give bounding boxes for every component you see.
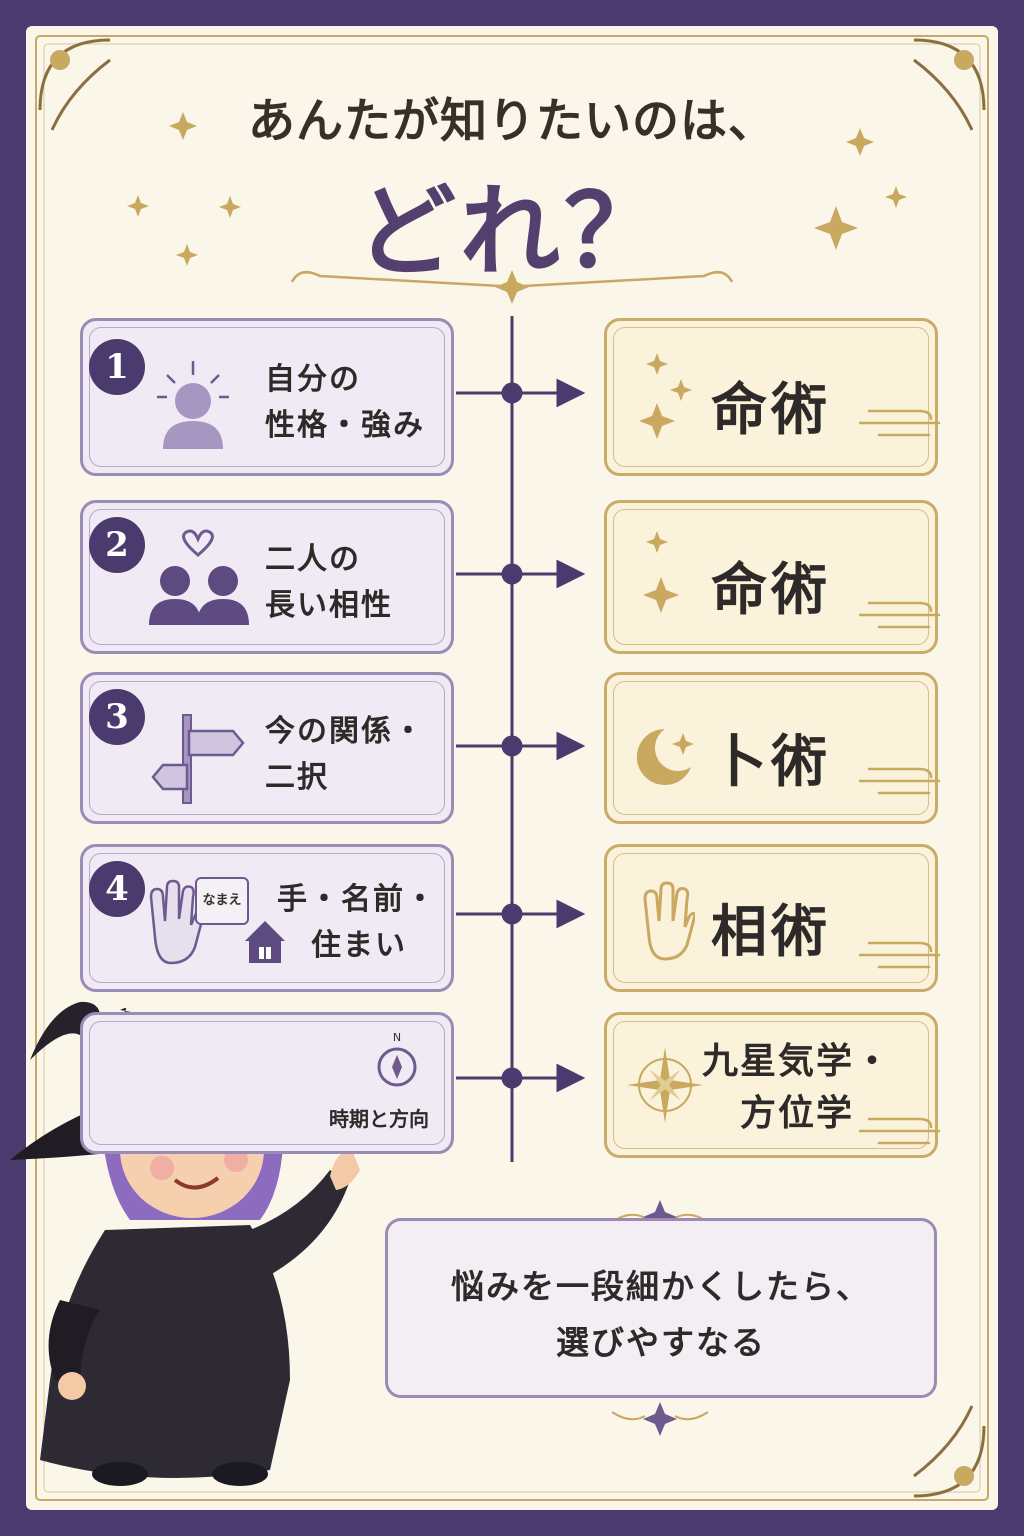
cloud-swirl-5 [859, 1117, 941, 1145]
step-number-2: 2 [89, 517, 145, 573]
answer-2-label: 命術 [711, 558, 831, 623]
outer-gold-border [35, 35, 989, 1501]
question-card-5[interactable]: N 時期と方向 [80, 1012, 454, 1154]
question-3-line2: 二択 [265, 760, 329, 795]
compass-icon: N [377, 1031, 417, 1087]
answer-card-1[interactable]: 命術 [604, 318, 941, 476]
question-1-line2: 性格・強み [265, 408, 425, 443]
step-number-1: 1 [89, 339, 145, 395]
question-card-1[interactable]: 1 自分の 性格・強み [80, 318, 454, 476]
sparkles [127, 112, 907, 266]
connector-row-5 [456, 1063, 586, 1093]
answer-card-4[interactable]: 相術 [604, 844, 941, 992]
sparkle-icon [643, 531, 679, 613]
connector-row-1 [456, 378, 586, 408]
answer-5-line2: 方位学 [739, 1093, 854, 1134]
connector-row-4 [456, 899, 586, 929]
note-ornament-bottom [611, 1402, 709, 1436]
question-1-line1: 自分の [265, 362, 361, 397]
answer-1-label: 命術 [711, 378, 831, 443]
cloud-swirl-3 [859, 767, 941, 795]
step-number-4: 4 [89, 861, 145, 917]
question-card-4[interactable]: 4 なまえ 手・名前・ 住まい [80, 844, 454, 992]
advice-note: 悩みを一段細かくしたら、 選びやすなる [385, 1218, 937, 1398]
question-2-line2: 長い相性 [265, 588, 393, 623]
title-question: あんたが知りたいのは、 [248, 94, 776, 149]
answer-card-3[interactable]: 卜術 [604, 672, 941, 824]
answer-card-5[interactable]: 九星気学・ 方位学 [604, 1012, 941, 1158]
question-2-line1: 二人の [265, 542, 361, 577]
sparkle-icon [639, 353, 692, 439]
question-3-line1: 今の関係・ [265, 714, 425, 749]
name-tag-icon: なまえ [195, 877, 249, 925]
answer-4-label: 相術 [711, 900, 831, 965]
house-icon [245, 921, 285, 963]
corner-ornament-top-left [38, 38, 111, 131]
connector-row-3 [456, 731, 586, 761]
palm-icon [643, 881, 695, 961]
title-divider [290, 270, 734, 304]
cloud-swirl-1 [859, 409, 941, 437]
hand-icon [149, 879, 205, 965]
question-card-2[interactable]: 2 二人の 長い相性 [80, 500, 454, 654]
question-5-text: 時期と方向 [329, 1107, 429, 1131]
answer-5-line1: 九星気学・ [701, 1041, 892, 1082]
advice-line1: 悩みを一段細かくしたら、 [451, 1267, 871, 1306]
answer-card-2[interactable]: 命術 [604, 500, 941, 654]
crescent-moon-icon [636, 728, 694, 785]
question-4-line2: 住まい [311, 928, 407, 963]
question-4-line1: 手・名前・ [277, 882, 437, 917]
cloud-swirl-4 [859, 941, 941, 969]
inner-gold-border [43, 43, 981, 1493]
corner-ornament-top-right [913, 38, 986, 131]
answer-3-label: 卜術 [711, 730, 831, 795]
question-card-3[interactable]: 3 今の関係・ 二択 [80, 672, 454, 824]
connector-row-2 [456, 559, 586, 589]
title-which: どれ？ [356, 173, 668, 290]
signpost-icon [151, 714, 245, 804]
advice-line2: 選びやすなる [556, 1323, 766, 1362]
cloud-swirl-2 [859, 601, 941, 629]
compass-star-icon [627, 1047, 703, 1123]
compass-north-label: N [393, 1031, 401, 1044]
corner-ornament-bottom-right [913, 1405, 986, 1498]
couple-heart-icon [149, 529, 249, 625]
person-icon [157, 361, 229, 449]
step-number-3: 3 [89, 689, 145, 745]
